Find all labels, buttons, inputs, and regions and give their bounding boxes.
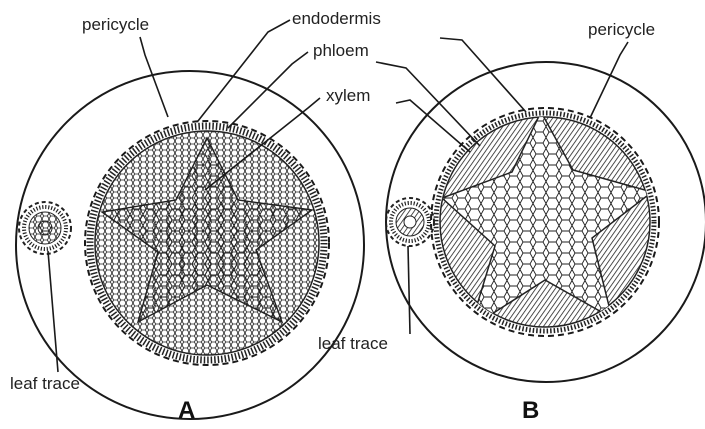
- leaf-trace-label-a: leaf trace: [10, 374, 80, 393]
- leaf-trace-leader-b: [408, 246, 410, 334]
- pericycle-label-a: pericycle: [82, 15, 149, 34]
- xylem-label: xylem: [326, 86, 370, 105]
- endodermis-label: endodermis: [292, 9, 381, 28]
- panel-a-letter: A: [178, 397, 195, 424]
- leaf-trace-label-b: leaf trace: [318, 334, 388, 353]
- panel-b-diagram: pericycle leaf trace B: [318, 20, 705, 424]
- panel-a-diagram: pericycle endodermis phloem xylem leaf t…: [10, 9, 381, 424]
- phloem-label: phloem: [313, 41, 369, 60]
- pericycle-label-b: pericycle: [588, 20, 655, 39]
- endodermis-leader-a: [198, 20, 290, 121]
- panel-a-pith: [163, 199, 251, 287]
- phloem-leader-b: [376, 62, 480, 146]
- panel-a-leaf-trace: [19, 202, 71, 254]
- panel-b-letter: B: [522, 397, 539, 424]
- panel-b-leaf-trace: [386, 198, 434, 246]
- pericycle-leader-b: [590, 42, 628, 118]
